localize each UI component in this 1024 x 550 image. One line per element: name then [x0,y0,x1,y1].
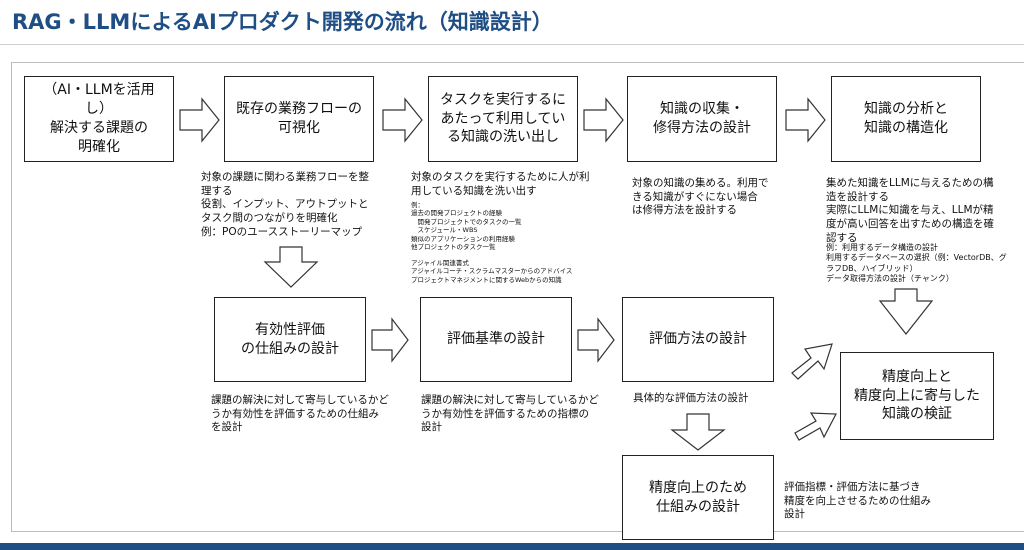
note-identify-knowledge: 対象のタスクを実行するために人が利 用している知識を洗い出す [411,171,590,197]
note-accuracy-mechanism: 評価指標・評価方法に基づき 精度を向上させるための仕組み 設計 [784,481,931,521]
note-workflow: 対象の課題に関わる業務フローを整 理する 役割、インプット、アウトプットと タス… [201,171,369,238]
footer-bar [0,543,1024,550]
step-define-problem: （AI・LLMを活用し） 解決する課題の 明確化 [24,76,174,162]
arrow-down-method [670,413,726,451]
step-accuracy-mechanism: 精度向上のため 仕組みの設計 [622,455,774,540]
arrow-diagonal-down [794,412,837,441]
arrow-down-structuring [878,288,934,335]
step-knowledge-structuring: 知識の分析と 知識の構造化 [831,76,981,162]
note-identify-knowledge-sources: アジャイル関連書式 アジャイルコーチ・スクラムマスターからのアドバイス プロジェ… [411,259,573,284]
note-evaluation-criteria: 課題の解決に対して寄与しているかど うか有効性を評価するための指標の 設計 [421,394,599,434]
arrow-right-1 [179,97,220,143]
step-knowledge-acquisition: 知識の収集・ 修得方法の設計 [627,76,777,162]
step-evaluation-method: 評価方法の設計 [622,297,774,382]
step-evaluation-criteria: 評価基準の設計 [420,297,572,382]
note-evaluation-method: 具体的な評価方法の設計 [633,392,749,404]
arrow-right-4 [785,97,826,143]
arrow-diagonal-up [791,343,833,380]
note-knowledge-structuring: 集めた知識をLLMに与えるための構 造を設計する 実際にLLMに知識を与え、LL… [826,177,994,244]
step-accuracy-verification: 精度向上と 精度向上に寄与した 知識の検証 [840,352,994,440]
title-divider [0,44,1024,45]
step-visualize-workflow: 既存の業務フローの 可視化 [224,76,374,162]
arrow-right-3 [583,97,624,143]
step-effectiveness-evaluation: 有効性評価 の仕組みの設計 [214,297,366,382]
arrow-down-workflow [263,246,319,288]
note-effectiveness-evaluation: 課題の解決に対して寄与しているかど うか有効性を評価するための仕組み を設計 [211,394,389,434]
page-title: RAG・LLMによるAIプロダクト開発の流れ（知識設計） [12,10,553,34]
note-identify-knowledge-examples: 例： 過去の開発プロジェクトの経験 開発プロジェクトでのタスクの一覧 スケジュー… [411,201,522,252]
arrow-right-6 [577,317,615,363]
arrow-right-2 [382,97,423,143]
arrow-right-5 [371,317,409,363]
note-knowledge-acquisition: 対象の知識の集める。利用で きる知識がすぐにない場合 は修得方法を設計する [632,177,769,217]
diagram-frame [11,62,1024,532]
step-identify-knowledge: タスクを実行するに あたって利用してい る知識の洗い出し [428,76,578,162]
note-knowledge-structuring-examples: 例：利用するデータ構造の設計 利用するデータベースの選択（例：VectorDB、… [826,243,1007,284]
